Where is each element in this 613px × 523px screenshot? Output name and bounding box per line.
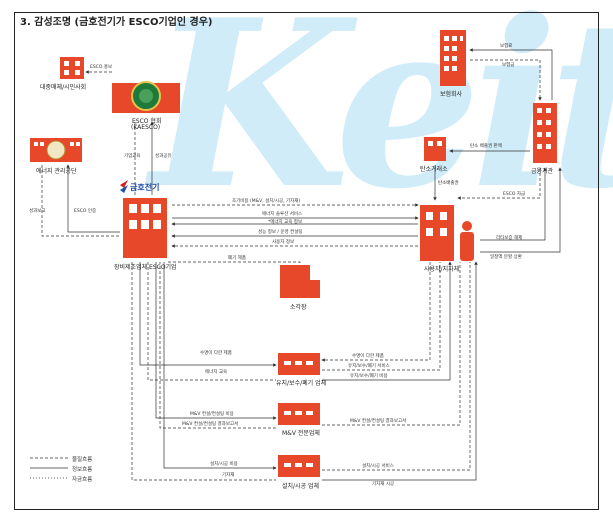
edge-i2: 기자재 bbox=[222, 473, 235, 478]
flow-lines bbox=[30, 48, 562, 481]
edge-v3: M&V 컨설/컨설팅 결과보고서 bbox=[350, 419, 407, 424]
esco-association-logo bbox=[112, 81, 180, 113]
diagram-frame bbox=[14, 12, 599, 510]
label-insurance: 보험회사 bbox=[440, 91, 463, 98]
edge-carbon-trade: 탄소 배출권 판매 bbox=[470, 144, 502, 149]
edge-m1: 수명이 다한 제품 bbox=[200, 351, 232, 356]
edge-insurance-money: 보험금 bbox=[502, 63, 515, 68]
edge-esco-cert: ESCO 인증 bbox=[74, 209, 97, 214]
media-building-icon bbox=[60, 57, 84, 79]
esco-company-building-icon bbox=[123, 198, 167, 258]
install-building-icon bbox=[278, 455, 320, 477]
label-esco-association-sub: (KAESCO) bbox=[131, 124, 161, 131]
label-finance: 금융기관 bbox=[531, 168, 554, 175]
edge-waste: 폐기 제품 bbox=[228, 256, 246, 261]
edge-initial-cost: 초기비용 (M&V, 설치/시공, 기자재) bbox=[232, 199, 301, 204]
label-esco-association: ESCO 협회 bbox=[132, 118, 162, 125]
edge-v1: M&V 컨설/컨설팅 비용 bbox=[190, 412, 234, 417]
label-incinerator: 소각장 bbox=[290, 304, 307, 311]
edge-i3: 설치/시공 서비스 bbox=[362, 464, 394, 469]
edge-energy-solution: 에너지 솔루션 서비스 bbox=[262, 212, 303, 217]
edge-repayment: 일정액 분할 상환 bbox=[490, 255, 522, 260]
finance-building-icon bbox=[533, 103, 557, 163]
edge-i1: 설치/시공 비용 bbox=[210, 462, 238, 467]
edge-insurance-fee: 보험료 bbox=[500, 44, 513, 49]
edge-m2: 에너지 교육 bbox=[205, 370, 228, 375]
edge-loan-repay: 리타보증 해제 bbox=[496, 236, 523, 241]
legend-material: 물질흐름 bbox=[72, 457, 93, 463]
kumho-logo-mark bbox=[120, 180, 128, 193]
edge-m3: 수명이 다한 제품 bbox=[352, 354, 384, 359]
edge-user-info: 사용자 정보 bbox=[272, 240, 295, 245]
edge-member-edu: 기업교육 bbox=[124, 154, 141, 159]
label-media: 대중매체/시민사회 bbox=[40, 84, 87, 91]
edge-esco-pr: ESCO 홍보 bbox=[90, 65, 113, 70]
edge-m4: 유지/보수/폐기 서비스 bbox=[348, 364, 390, 369]
label-maintenance: 유지/보수/폐기 업체 bbox=[276, 380, 327, 387]
edge-carbon-emission: 탄소배출권 bbox=[438, 181, 459, 186]
edge-m5: 유지/보수/폐기 비용 bbox=[350, 374, 388, 379]
label-mv: M&V 전문업체 bbox=[282, 430, 320, 437]
label-carbon-exchange: 탄소거래소 bbox=[420, 166, 448, 173]
insurance-building-icon bbox=[440, 30, 466, 86]
maintenance-building-icon bbox=[278, 353, 320, 375]
diagram-title: 3. 감성조명 (금호전기가 ESCO기업인 경우) bbox=[20, 17, 213, 28]
mv-building-icon bbox=[278, 403, 320, 425]
label-energy-agency: 에너지 관리공단 bbox=[36, 168, 77, 175]
edge-perf-report: 성과보고 bbox=[29, 209, 46, 214]
legend-money: 자금흐름 bbox=[72, 477, 93, 483]
label-user: 사용자/지자체 bbox=[424, 266, 460, 273]
edge-performance-info: 성능 정보 / 운영 컨설팅 bbox=[258, 230, 303, 235]
edge-i4: 기자재 시공 bbox=[372, 482, 395, 487]
label-kumho: 금호전기 bbox=[130, 183, 160, 192]
incinerator-icon bbox=[280, 265, 320, 298]
edge-energy-edu: *에너지 교육 정보 bbox=[268, 220, 303, 225]
label-esco-company: 장비제조업체 ESCO기업 bbox=[114, 264, 177, 271]
energy-agency-building-icon bbox=[30, 138, 82, 162]
legend-info: 정보흐름 bbox=[72, 467, 93, 473]
edge-perf-share: 성과공유 bbox=[155, 154, 172, 159]
label-install: 설치/시공 업체 bbox=[282, 483, 320, 490]
user-building-icon bbox=[420, 205, 474, 261]
edge-esco-fund: ESCO 자금 bbox=[503, 192, 526, 197]
carbon-exchange-building-icon bbox=[424, 137, 446, 161]
edge-v2: M&V 컨설/컨설팅 결과보고서 bbox=[182, 422, 239, 427]
